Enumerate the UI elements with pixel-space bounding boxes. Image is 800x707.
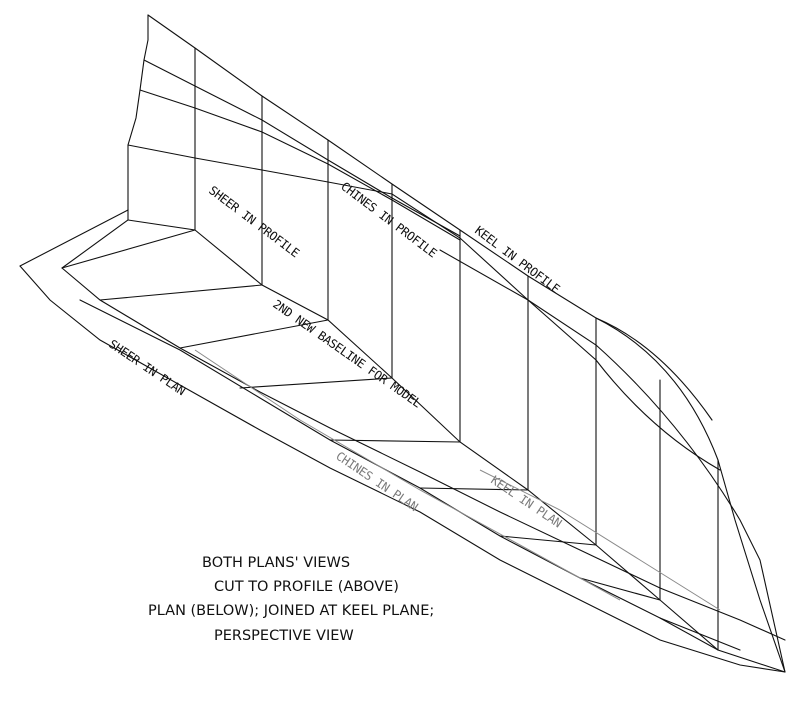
profile-top-edge: [147, 14, 713, 421]
profile-sheer-line-2: [143, 59, 461, 237]
label-chines-in-profile: CHINES IN PROFILE: [338, 179, 439, 260]
diagram-note: BOTH PLANS' VIEWS CUT TO PROFILE (ABOVE)…: [148, 555, 434, 644]
plan-station-line: [419, 487, 529, 491]
plan-station-line: [579, 577, 661, 601]
plan-station-line: [499, 535, 597, 546]
plan-station-line: [179, 319, 329, 349]
plan-panel: [19, 209, 786, 673]
plan-chine-line: [194, 349, 621, 601]
profile-sheer-line-3: [139, 89, 461, 241]
note-line-1: BOTH PLANS' VIEWS: [202, 555, 350, 571]
plan-station-line: [99, 284, 263, 301]
profile-keel-line: [439, 249, 786, 673]
label-keel-in-profile: KEEL IN PROFILE: [472, 223, 562, 296]
profile-stem: [127, 14, 149, 211]
label-second-baseline: 2ND NEW BASELINE FOR MODEL: [270, 297, 424, 410]
profile-panel: [127, 14, 786, 673]
label-keel-in-plan: KEEL IN PLAN: [488, 473, 564, 530]
plan-inner-line-2: [61, 267, 786, 641]
plan-station-line: [61, 229, 196, 269]
plan-outer-edge: [19, 265, 786, 673]
label-sheer-in-profile: SHEER IN PROFILE: [206, 183, 302, 260]
plan-station-line: [329, 439, 461, 443]
plan-keel-line: [479, 469, 721, 611]
plan-transom-edge: [19, 209, 129, 269]
note-line-3: PLAN (BELOW); JOINED AT KEEL PLANE;: [148, 603, 434, 619]
plan-station-line: [659, 617, 719, 651]
note-line-4: PERSPECTIVE VIEW: [214, 628, 354, 644]
label-sheer-in-plan: SHEER IN PLAN: [106, 337, 188, 398]
note-line-2: CUT TO PROFILE (ABOVE): [214, 579, 399, 595]
plan-inner-line-3: [79, 299, 741, 651]
plan-station-line: [239, 377, 393, 389]
profile-chine-line: [127, 144, 721, 471]
